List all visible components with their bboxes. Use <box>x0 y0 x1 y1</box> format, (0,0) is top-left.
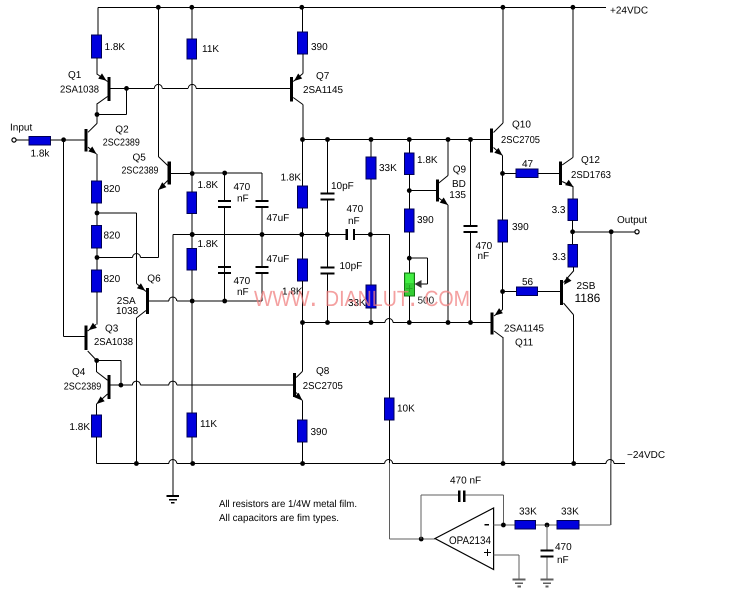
svg-text:820: 820 <box>104 231 121 242</box>
svg-text:Q1: Q1 <box>68 70 82 81</box>
svg-text:820: 820 <box>104 184 121 195</box>
svg-text:47: 47 <box>522 159 534 170</box>
svg-text:Output: Output <box>617 215 647 226</box>
svg-text:nF: nF <box>237 194 249 205</box>
svg-text:47uF: 47uF <box>267 213 290 224</box>
svg-text:2SC2705: 2SC2705 <box>303 381 343 392</box>
svg-text:−24VDC: −24VDC <box>627 450 665 461</box>
svg-text:470 nF: 470 nF <box>450 476 481 487</box>
svg-text:1.8K: 1.8K <box>69 422 90 433</box>
svg-text:11K: 11K <box>202 44 219 55</box>
svg-text:56: 56 <box>522 277 534 288</box>
svg-text:1.8K: 1.8K <box>198 180 219 191</box>
svg-text:10K: 10K <box>397 404 415 415</box>
svg-text:2SA: 2SA <box>117 296 136 307</box>
svg-text:1.8K: 1.8K <box>105 42 126 53</box>
svg-text:390: 390 <box>311 42 328 53</box>
svg-text:Q9: Q9 <box>453 165 467 176</box>
svg-text:390: 390 <box>417 215 434 226</box>
svg-text:nF: nF <box>478 251 490 262</box>
svg-text:2SB: 2SB <box>577 281 596 292</box>
svg-text:1.8K: 1.8K <box>281 173 302 184</box>
svg-text:1.8K: 1.8K <box>198 239 219 250</box>
svg-text:All resistors are 1/4W metal f: All resistors are 1/4W metal film. <box>219 499 357 510</box>
svg-text:nF: nF <box>237 287 249 298</box>
svg-text:33K: 33K <box>519 507 537 518</box>
svg-text:2SA1145: 2SA1145 <box>303 85 343 96</box>
svg-text:Q7: Q7 <box>316 71 330 82</box>
svg-text:1.8K: 1.8K <box>282 287 303 298</box>
svg-text:2SC2389: 2SC2389 <box>122 166 159 177</box>
svg-text:2SC2389: 2SC2389 <box>64 382 102 393</box>
svg-text:135: 135 <box>449 190 466 201</box>
svg-text:Q5: Q5 <box>133 153 147 164</box>
svg-text:www. dianlut. com: www. dianlut. com <box>254 278 470 313</box>
svg-text:2SA1038: 2SA1038 <box>60 85 99 96</box>
svg-text:3.3: 3.3 <box>552 205 566 216</box>
svg-text:1.8K: 1.8K <box>417 155 438 166</box>
svg-text:Q2: Q2 <box>115 125 129 136</box>
svg-text:470: 470 <box>347 204 364 215</box>
svg-text:Q10: Q10 <box>512 120 531 131</box>
svg-text:2SC2389: 2SC2389 <box>103 138 140 149</box>
svg-text:1186: 1186 <box>575 291 601 305</box>
svg-text:nF: nF <box>557 555 569 566</box>
svg-text:+24VDC: +24VDC <box>610 6 648 17</box>
svg-text:10pF: 10pF <box>340 261 363 272</box>
svg-text:All capacitors are fim types.: All capacitors are fim types. <box>219 513 339 524</box>
svg-text:2SA1145: 2SA1145 <box>504 324 544 335</box>
svg-text:47uF: 47uF <box>267 254 290 265</box>
svg-text:Q8: Q8 <box>316 366 330 377</box>
svg-text:nF: nF <box>348 216 360 227</box>
svg-text:10pF: 10pF <box>331 181 354 192</box>
svg-text:Input: Input <box>10 123 32 134</box>
svg-text:2SA1038: 2SA1038 <box>94 337 133 348</box>
svg-text:Q3: Q3 <box>105 324 119 335</box>
svg-text:390: 390 <box>512 222 529 233</box>
svg-text:33K: 33K <box>348 298 366 309</box>
svg-text:2SC2705: 2SC2705 <box>501 135 540 146</box>
svg-text:Q6: Q6 <box>147 274 161 285</box>
svg-text:2SD1763: 2SD1763 <box>571 170 611 181</box>
svg-text:390: 390 <box>311 427 328 438</box>
svg-text:470: 470 <box>234 182 251 193</box>
svg-text:OPA2134: OPA2134 <box>449 535 491 547</box>
svg-text:1038: 1038 <box>116 306 139 317</box>
svg-text:500: 500 <box>418 296 435 307</box>
svg-text:33K: 33K <box>561 507 579 518</box>
svg-text:3.3: 3.3 <box>552 252 566 263</box>
svg-text:33K: 33K <box>379 163 397 174</box>
svg-text:470: 470 <box>555 542 572 553</box>
svg-text:11K: 11K <box>200 419 217 430</box>
svg-text:Q12: Q12 <box>581 155 600 166</box>
svg-text:Q4: Q4 <box>72 367 86 378</box>
svg-text:BD: BD <box>452 179 466 190</box>
svg-text:820: 820 <box>104 274 121 285</box>
svg-text:1.8k: 1.8k <box>31 149 51 160</box>
svg-text:470: 470 <box>234 276 251 287</box>
svg-text:470: 470 <box>476 241 493 252</box>
svg-text:Q11: Q11 <box>515 338 534 349</box>
